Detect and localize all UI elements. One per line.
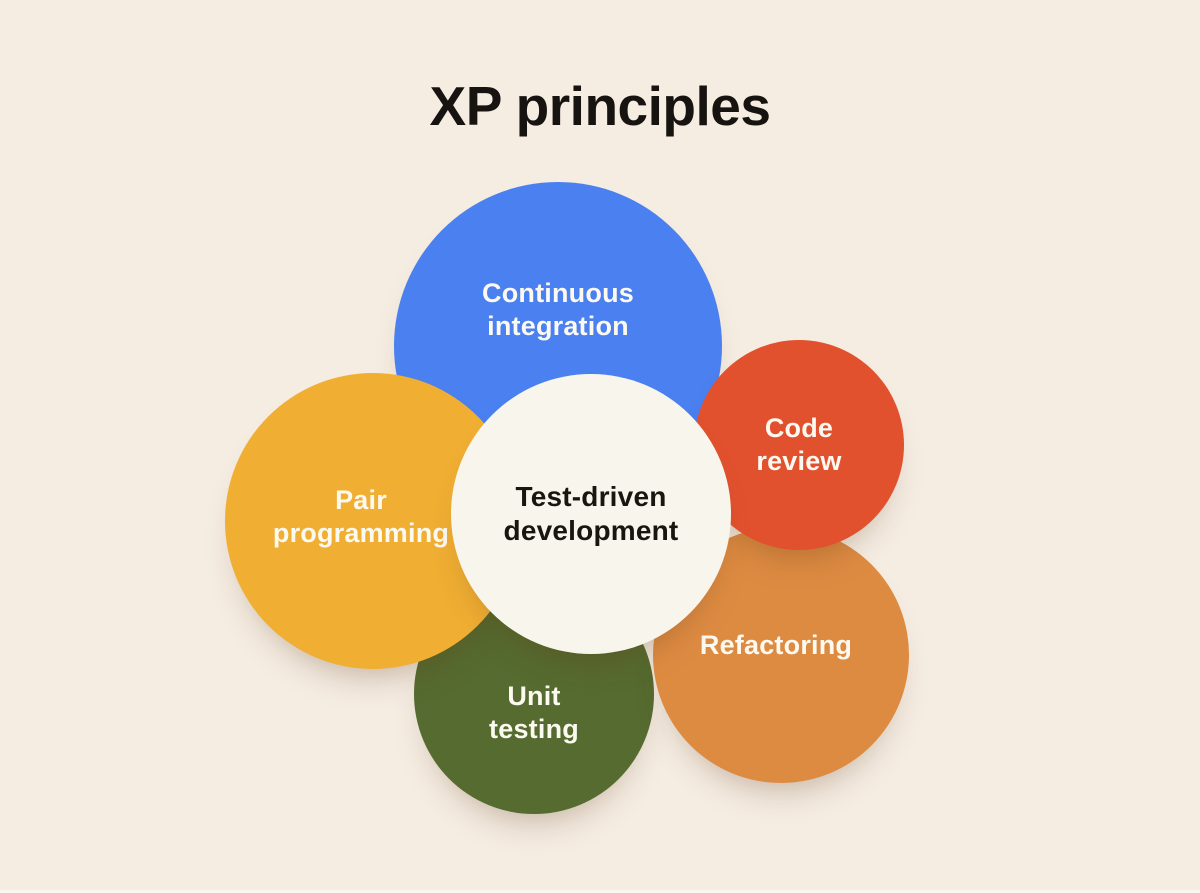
label-line: Unit: [507, 681, 561, 711]
principle-label-unit-testing: Unit testing: [489, 680, 579, 746]
bottom-edge-highlight: [0, 890, 1200, 893]
label-line: Continuous: [482, 278, 634, 308]
principle-label-code-review: Code review: [756, 412, 841, 478]
label-line: integration: [487, 311, 629, 341]
label-line: Code: [764, 413, 834, 443]
center-circle-test-driven-development: Test-driven development: [451, 374, 731, 654]
page-title: XP principles: [429, 75, 771, 137]
principle-label-refactoring: Refactoring: [700, 629, 852, 662]
principle-label-continuous-integration: Continuous integration: [482, 277, 634, 343]
center-label-test-driven-development: Test-driven development: [504, 480, 679, 548]
principle-label-pair-programming: Pair programming: [273, 484, 449, 550]
label-line: programming: [272, 518, 450, 548]
label-line: Refactoring: [699, 629, 853, 660]
label-line: Pair: [335, 485, 387, 515]
label-line: Test-driven: [515, 481, 667, 512]
label-line: testing: [489, 714, 579, 744]
label-line: development: [503, 515, 679, 546]
label-line: review: [756, 446, 842, 476]
